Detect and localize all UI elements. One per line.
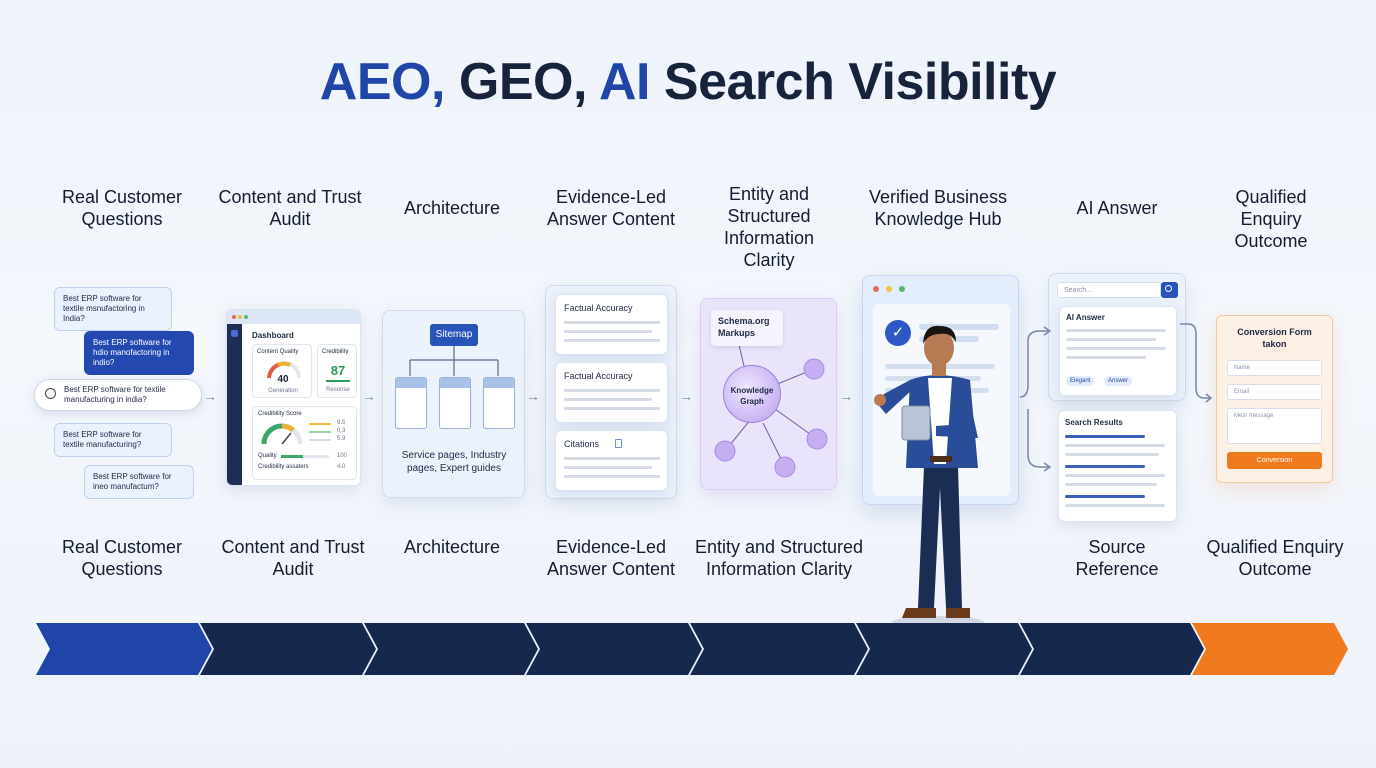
answer-tag: Answer xyxy=(1104,376,1133,386)
app-icon xyxy=(231,330,238,337)
sitemap-connector-icon xyxy=(409,346,499,376)
document-icon xyxy=(615,439,622,448)
branch-connector-icon xyxy=(1019,326,1052,472)
heading-knowledge-hub: Verified Business Knowledge Hub xyxy=(868,187,1008,229)
page-node xyxy=(395,377,427,429)
search-icon xyxy=(45,388,56,399)
label-qualified-enquiry: Qualified Enquiry Outcome xyxy=(1206,537,1344,579)
question-bubble: Best ERP software for ineo manufactum? xyxy=(84,465,194,499)
heading-qualified-enquiry: Qualified Enquiry Outcome xyxy=(1234,187,1308,251)
flow-arrow-icon: → xyxy=(526,388,540,404)
schema-markups-card: Schema.org Markups xyxy=(711,310,783,346)
flow-arrow-icon: → xyxy=(839,388,853,404)
architecture-panel: Sitemap Service pages, Industry pages, E… xyxy=(382,310,525,498)
search-input[interactable]: Search... xyxy=(1057,282,1161,298)
dashboard-title: Dashboard xyxy=(252,331,294,340)
question-bubble: Best ERP software for textile manufactur… xyxy=(54,423,172,457)
timeline-segment xyxy=(200,623,376,675)
flow-arrow-icon: → xyxy=(679,388,693,404)
evidence-panel: Factual Accuracy Factual Accuracy Citati… xyxy=(545,285,677,499)
heading-ai-answer: AI Answer xyxy=(1076,198,1158,218)
timeline-segment xyxy=(690,623,868,675)
timeline-segment xyxy=(526,623,702,675)
evidence-card: Citations xyxy=(555,430,668,491)
label-real-customer-questions: Real Customer Questions xyxy=(61,537,183,579)
label-entity-structured: Entity and Structured Information Clarit… xyxy=(694,537,864,579)
dashboard-window: Dashboard Content Quality 40 Generation … xyxy=(226,309,361,486)
heading-entity-structured: Entity and Structured Information Clarit… xyxy=(723,184,815,270)
knowledge-graph-node: Knowledge Graph xyxy=(723,365,781,423)
heading-architecture: Architecture xyxy=(403,198,501,218)
ai-answer-panel: Search... AI Answer Elegant Answer xyxy=(1048,273,1186,401)
question-bubble: Best ERP software for hdio manofactoring… xyxy=(84,331,194,375)
flow-connector-icon xyxy=(1180,323,1213,403)
search-icon xyxy=(1165,285,1172,292)
ai-answer-card: AI Answer Elegant Answer xyxy=(1059,306,1177,396)
evidence-card: Factual Accuracy xyxy=(555,362,668,423)
search-box[interactable]: Best ERP software for textile manufactur… xyxy=(34,379,202,411)
entity-panel: Schema.org Markups Knowledge Graph xyxy=(700,298,837,490)
flow-arrow-icon: → xyxy=(203,388,217,404)
gauge-icon xyxy=(261,423,303,445)
window-titlebar xyxy=(227,310,360,324)
label-architecture: Architecture xyxy=(403,537,501,557)
knowledge-graph-connectors-icon xyxy=(714,344,828,478)
message-field[interactable]: Mesr message xyxy=(1227,408,1322,444)
heading-evidence-led: Evidence-Led Answer Content xyxy=(546,187,676,229)
timeline-segment xyxy=(36,623,212,675)
heading-real-customer-questions: Real Customer Questions xyxy=(61,187,183,229)
conversion-form: Conversion Form takon Name Email Mesr me… xyxy=(1216,315,1333,483)
check-icon: ✓ xyxy=(885,320,911,346)
question-bubble: Best ERP software for textile msnufactor… xyxy=(54,287,172,331)
answer-tag: Elegant xyxy=(1066,376,1095,386)
credibility-score-card: Credibility Score 9.5 0.3 5.9 Quality 10… xyxy=(252,406,357,480)
timeline-segment xyxy=(364,623,538,675)
search-results-card: Search Results xyxy=(1058,410,1177,522)
label-source-reference: Source Reference xyxy=(1075,537,1159,579)
page-node xyxy=(483,377,515,429)
name-field[interactable]: Name xyxy=(1227,360,1322,376)
presenter-figure xyxy=(874,325,984,628)
timeline-segment xyxy=(1192,623,1348,675)
email-field[interactable]: Email xyxy=(1227,384,1322,400)
evidence-card: Factual Accuracy xyxy=(555,294,668,355)
sitemap-node: Sitemap xyxy=(430,324,478,346)
architecture-caption: Service pages, Industry pages, Expert gu… xyxy=(401,450,507,474)
timeline-segment xyxy=(1020,623,1204,675)
dashboard-sidebar xyxy=(227,324,242,485)
search-button[interactable] xyxy=(1161,282,1178,298)
page-node xyxy=(439,377,471,429)
page-title: AEO, GEO, AI Search Visibility xyxy=(319,53,1057,111)
credibility-card: Credibility 87 Resonse xyxy=(317,344,357,398)
form-title: Conversion Form takon xyxy=(1237,327,1312,349)
heading-content-trust-audit: Content and Trust Audit xyxy=(218,187,362,229)
content-quality-card: Content Quality 40 Generation xyxy=(252,344,312,398)
flow-arrow-icon: → xyxy=(362,388,376,404)
label-content-trust-audit: Content and Trust Audit xyxy=(221,537,365,579)
search-query: Best ERP software for textile manufactur… xyxy=(64,385,166,404)
timeline-segment xyxy=(856,623,1032,675)
label-evidence-led: Evidence-Led Answer Content xyxy=(546,537,676,579)
conversion-button[interactable]: Conversion xyxy=(1227,452,1322,469)
gauge-icon xyxy=(267,361,301,379)
